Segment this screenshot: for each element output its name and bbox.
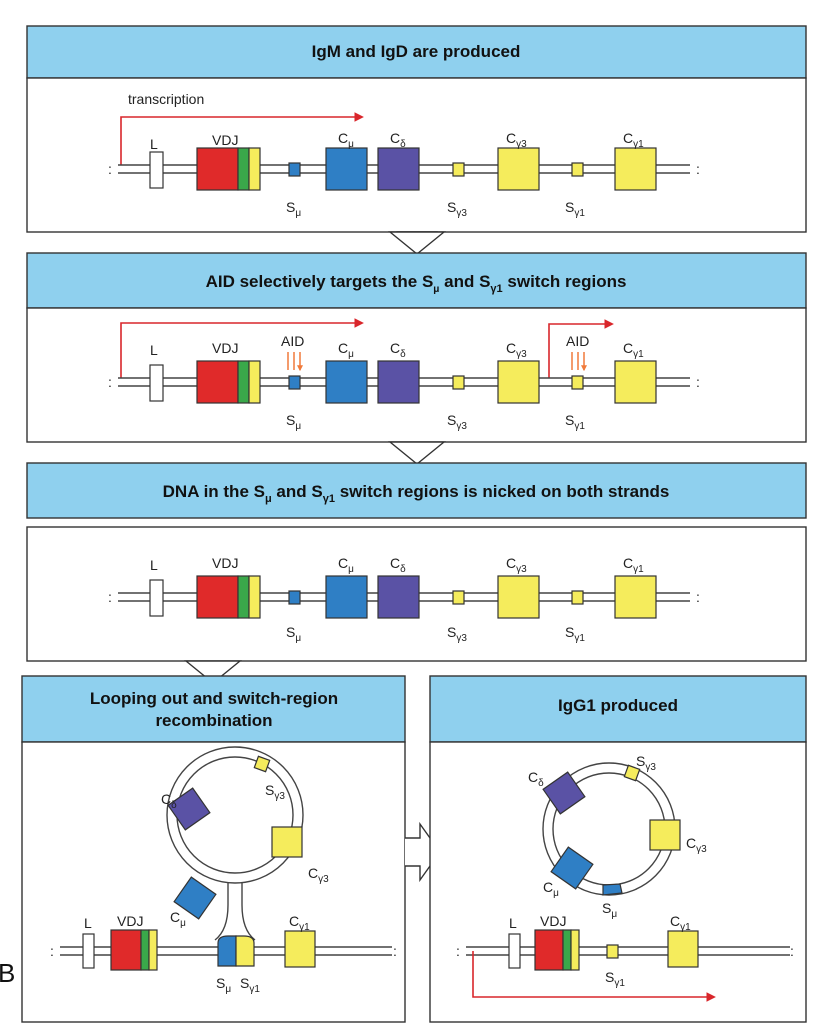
sg3-label: Sγ3 <box>447 199 467 219</box>
loop-cg3-label: Cγ3 <box>308 865 329 885</box>
panel-5-banner <box>429 675 807 743</box>
panel-2: AID selectively targets the Sμ and Sγ1 s… <box>26 252 807 443</box>
aid-label-mu: AID <box>281 333 304 349</box>
circle-cdelta <box>542 771 586 815</box>
panel-3-banner <box>26 462 807 519</box>
panel-5: IgG1 produced Cδ Sγ3 Cγ3 Cμ Sμ : : L VDJ… <box>429 675 807 1023</box>
panel-2-title: AID selectively targets the Sμ and Sγ1 s… <box>206 272 627 295</box>
sg1-label: Sγ1 <box>240 975 260 995</box>
loop-cdelta <box>167 787 211 831</box>
L-label: L <box>509 915 517 931</box>
panel-4-body <box>21 741 406 1023</box>
svg-text::: : <box>393 943 397 959</box>
vdj-label: VDJ <box>540 913 566 929</box>
smu-label: Sμ <box>216 975 231 995</box>
circle-sg3 <box>623 764 641 782</box>
cg1-label: Cγ1 <box>670 913 691 933</box>
cmu-label: Cμ <box>338 130 354 150</box>
circle-smu <box>602 883 623 896</box>
vdj-label: VDJ <box>212 132 238 148</box>
circle-cg3 <box>649 819 681 851</box>
circle-cdelta-label: Cδ <box>528 769 544 789</box>
flow-arrow-2 <box>388 441 446 465</box>
l-box <box>82 933 95 969</box>
cg1-label: Cγ1 <box>623 555 644 575</box>
smu-label: Sμ <box>286 199 301 219</box>
sg1-label: Sγ1 <box>565 199 585 219</box>
panel-5-title: IgG1 produced <box>558 696 678 715</box>
cmu-label: Cμ <box>338 340 354 360</box>
panel-4-title-line2: recombination <box>155 711 272 730</box>
vdj-label: VDJ <box>117 913 143 929</box>
cg3-label: Cγ3 <box>506 555 527 575</box>
flow-arrow-1-head <box>388 231 446 255</box>
panel-5-body <box>429 741 807 1023</box>
cg1-label: Cγ1 <box>623 340 644 360</box>
sg1-label: Sγ1 <box>565 624 585 644</box>
sg1-label: Sγ1 <box>565 412 585 432</box>
panel-3-title: DNA in the Sμ and Sγ1 switch regions is … <box>163 482 670 505</box>
panel-1-banner <box>26 25 807 79</box>
cg3-label: Cγ3 <box>506 130 527 150</box>
final-transcription-arrow <box>472 951 716 1002</box>
aid-arrows-g1 <box>571 352 584 370</box>
loop-cmu-label: Cμ <box>170 909 186 929</box>
loop-cdelta-label: Cδ <box>161 791 177 811</box>
cdelta-label: Cδ <box>390 555 406 575</box>
panel-3: DNA in the Sμ and Sγ1 switch regions is … <box>26 462 807 662</box>
cdelta-label: Cδ <box>390 130 406 150</box>
vdj-label: VDJ <box>212 340 238 356</box>
panel-1: IgM and IgD are produced transcription L… <box>26 25 807 233</box>
L-label: L <box>150 342 158 358</box>
side-letter: B <box>0 958 15 988</box>
cg1-label: Cγ1 <box>623 130 644 150</box>
vdj-box <box>110 929 142 971</box>
transcription-arrow-g1 <box>548 319 614 378</box>
loop-cg3 <box>271 826 303 858</box>
cg1-box <box>284 930 316 968</box>
transcription-arrow-mu <box>120 318 364 378</box>
panel-4: Looping out and switch-region recombinat… <box>21 675 406 1023</box>
panel-1-title: IgM and IgD are produced <box>312 42 521 61</box>
circle-smu-label: Sμ <box>602 900 617 920</box>
smu-label: Sμ <box>286 412 301 432</box>
cg1-label: Cγ1 <box>289 913 310 933</box>
svg-text::: : <box>790 943 794 959</box>
sg1-label: Sγ1 <box>605 969 625 989</box>
svg-text::: : <box>50 943 54 959</box>
smu-label: Sμ <box>286 624 301 644</box>
aid-arrows-mu <box>287 352 300 370</box>
circle-cmu-label: Cμ <box>543 879 559 899</box>
circle-cmu <box>550 846 594 890</box>
cg3-label: Cγ3 <box>506 340 527 360</box>
cmu-label: Cμ <box>338 555 354 575</box>
transcription-label: transcription <box>128 91 204 107</box>
loop-outer <box>166 746 304 884</box>
panel-2-banner <box>26 252 807 309</box>
loop-cmu <box>173 876 217 920</box>
transcription-arrow <box>120 112 364 165</box>
vdj-label: VDJ <box>212 555 238 571</box>
L-label: L <box>150 557 158 573</box>
circle-sg3-label: Sγ3 <box>636 753 656 773</box>
L-label: L <box>84 915 92 931</box>
svg-text::: : <box>456 943 460 959</box>
cdelta-label: Cδ <box>390 340 406 360</box>
smu-recomb <box>217 935 237 967</box>
L-label: L <box>150 136 158 152</box>
aid-label-g1: AID <box>566 333 589 349</box>
panel-4-title-line1: Looping out and switch-region <box>90 689 338 708</box>
panel-4-banner <box>21 675 406 743</box>
sg3-label: Sγ3 <box>447 624 467 644</box>
sg3-label: Sγ3 <box>447 412 467 432</box>
flow-arrow-3 <box>184 660 242 684</box>
loop-sg3 <box>253 755 271 773</box>
loop-sg3-label: Sγ3 <box>265 782 285 802</box>
circle-cg3-label: Cγ3 <box>686 835 707 855</box>
sg1-recomb <box>235 935 255 967</box>
